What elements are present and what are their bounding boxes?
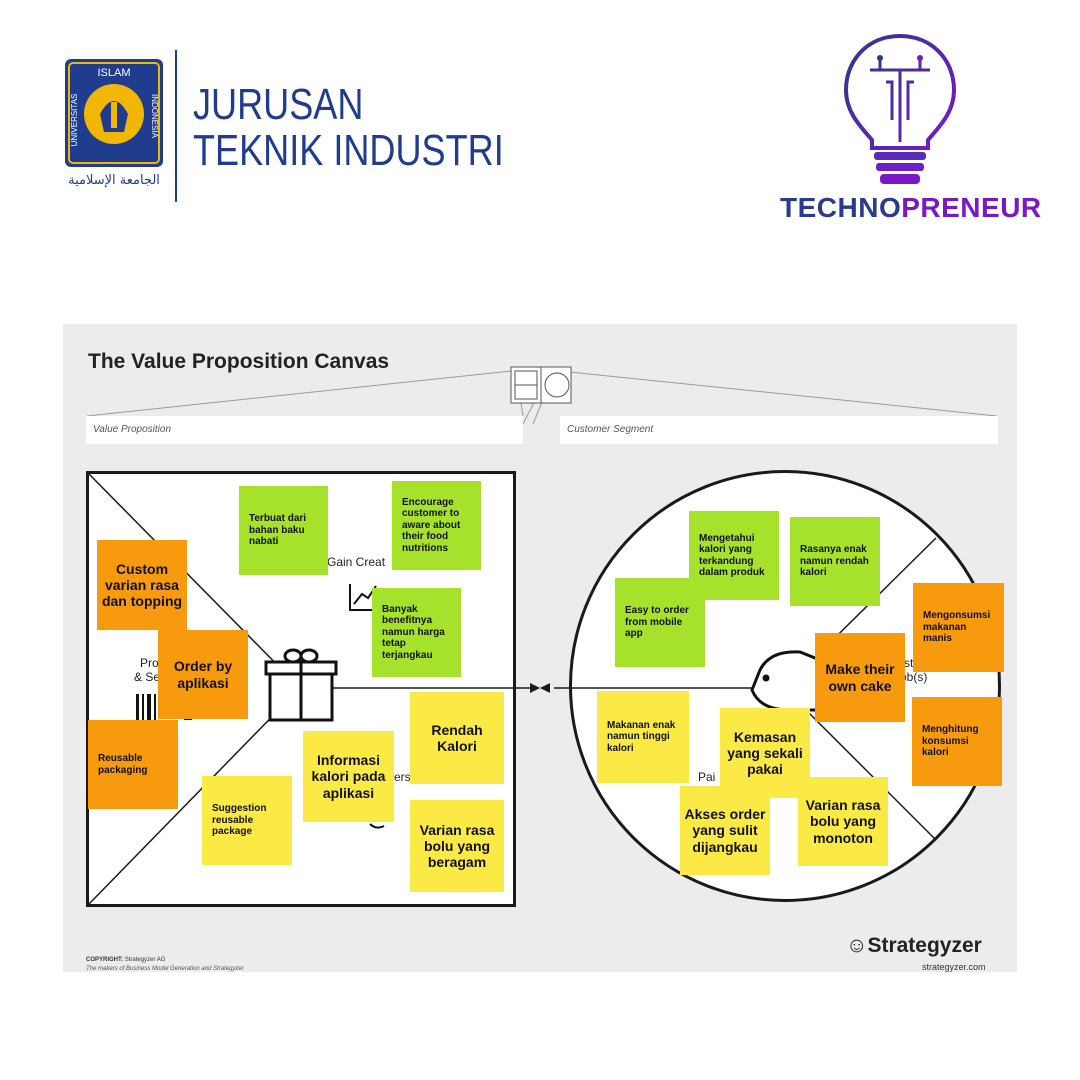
customer-jobs-label-2: ob(s) — [900, 670, 928, 684]
uii-arc-right: INDONESIA — [150, 94, 159, 139]
sticky-note-pain: Makanan enak namun tinggi kalori — [597, 691, 689, 783]
sticky-note-pain-reliever: Varian rasa bolu yang beragam — [410, 800, 504, 892]
products-services-label-1: Pro — [140, 656, 159, 670]
value-proposition-band — [86, 416, 523, 444]
copyright-subtext: The makers of Business Model Generation … — [86, 966, 244, 972]
sticky-note-pain: Varian rasa bolu yang monoton — [798, 777, 888, 866]
sticky-note-customer-job: Menghitung konsumsi kalori — [912, 697, 1002, 786]
customer-segment-label: Customer Segment — [567, 424, 654, 435]
department-line-2: TEKNIK INDUSTRI — [193, 126, 504, 175]
uii-arc-left: UNIVERSITAS — [70, 94, 79, 147]
strategyzer-icon: ☺ — [846, 934, 868, 957]
techno-text: TECHNO — [780, 192, 902, 223]
customer-jobs-label-1: st — [904, 656, 914, 670]
pains-label: Pai — [698, 770, 716, 784]
mini-canvas-map-icon — [510, 366, 572, 404]
sticky-note-pain-reliever: Informasi kalori pada aplikasi — [303, 731, 394, 822]
sticky-note-pain-reliever: Rendah Kalori — [410, 692, 504, 784]
uii-emblem-logo: ISLAM UNIVERSITAS INDONESIA الجامعة الإس… — [65, 59, 163, 188]
sticky-note-customer-job: Make their own cake — [815, 633, 905, 722]
sticky-note-product: Reusable packaging — [88, 720, 178, 809]
sticky-note-gain-creator: Banyak benefitnya namun harga tetap terj… — [372, 588, 461, 677]
uii-arabic-text: الجامعة الإسلامية — [68, 173, 160, 188]
technopreneur-logo-text: TECHNOPRENEUR — [780, 192, 1042, 224]
products-services-label-2: & Se — [134, 670, 161, 684]
canvas-guide-lines — [86, 366, 998, 425]
sticky-note-customer-job: Mengonsumsi makanan manis — [913, 583, 1004, 672]
canvas-title: The Value Proposition Canvas — [88, 350, 390, 373]
strategyzer-url: strategyzer.com — [922, 962, 986, 972]
copyright-owner: Strategyzer AG — [124, 957, 166, 963]
lightbulb-icon — [843, 33, 957, 184]
sticky-note-product: Order by aplikasi — [158, 630, 248, 719]
pain-reliever-icon — [369, 823, 385, 829]
department-line-1: JURUSAN — [193, 80, 364, 129]
sticky-note-gain-creator: Terbuat dari bahan baku nabati — [239, 486, 328, 575]
customer-face-icon — [750, 650, 822, 712]
strategyzer-logo: ☺Strategyzer — [846, 934, 982, 958]
sticky-note-pain: Kemasan yang sekali pakai — [720, 708, 810, 798]
strategyzer-brand: Strategyzer — [867, 934, 982, 957]
pain-relievers-label: ers — [394, 770, 411, 784]
copyright-bold: COPYRIGHT: — [86, 957, 124, 963]
sticky-note-pain-reliever: Suggestion reusable package — [202, 776, 292, 865]
uii-arc-top: ISLAM — [97, 67, 130, 79]
header-divider — [175, 50, 177, 202]
sticky-note-product: Custom varian rasa dan topping — [97, 540, 187, 630]
preneur-text: PRENEUR — [901, 192, 1042, 223]
sticky-note-gain: Rasanya enak namun rendah kalori — [790, 517, 880, 606]
sticky-note-gain-creator: Encourage customer to aware about their … — [392, 481, 481, 570]
sticky-note-gain: Easy to order from mobile app — [615, 578, 705, 667]
gift-icon — [264, 648, 338, 722]
customer-segment-band — [560, 416, 998, 444]
gain-creators-label: Gain Creat — [327, 555, 386, 569]
copyright-text: COPYRIGHT: Strategyzer AG — [86, 957, 165, 963]
sticky-note-pain: Akses order yang sulit dijangkau — [680, 786, 770, 875]
value-proposition-label: Value Proposition — [93, 424, 172, 435]
